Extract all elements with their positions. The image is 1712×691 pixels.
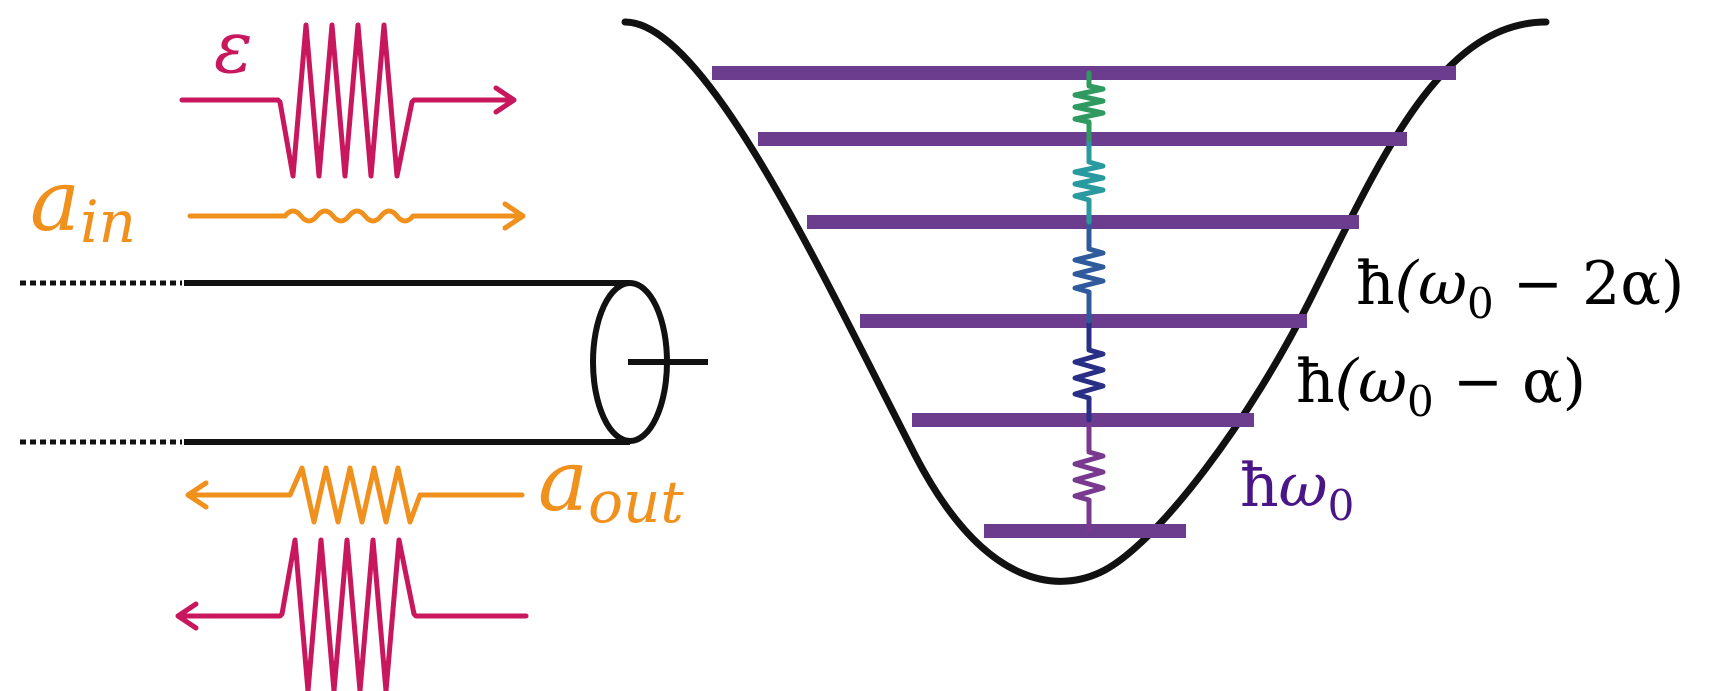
spring-0-1 [1072,417,1106,534]
spring-1-2 [1072,318,1106,423]
spring-2-3 [1072,219,1106,324]
input-field-wave-icon [187,201,526,231]
coaxial-cylinder-icon [20,280,708,445]
level-2-label: ħ(ω0 − 2α) [1356,249,1684,328]
spring-ladder-icon [1072,70,1106,534]
spring-3-4 [1072,136,1106,225]
level-0-label: ħω0 [1240,451,1354,530]
reflected-drive-pulse-icon [175,537,529,691]
level-1-label: ħ(ω0 − α) [1296,347,1586,426]
energy-levels [712,66,1456,538]
drive-symbol-label: ε [214,5,253,89]
drive-pulse-icon [179,22,517,179]
anharmonic-potential-well-icon [621,18,1550,585]
a-in-label: ain [30,152,136,256]
a-out-label: aout [538,432,684,536]
output-field-wave-icon [185,465,525,525]
spring-4-5 [1072,70,1106,142]
